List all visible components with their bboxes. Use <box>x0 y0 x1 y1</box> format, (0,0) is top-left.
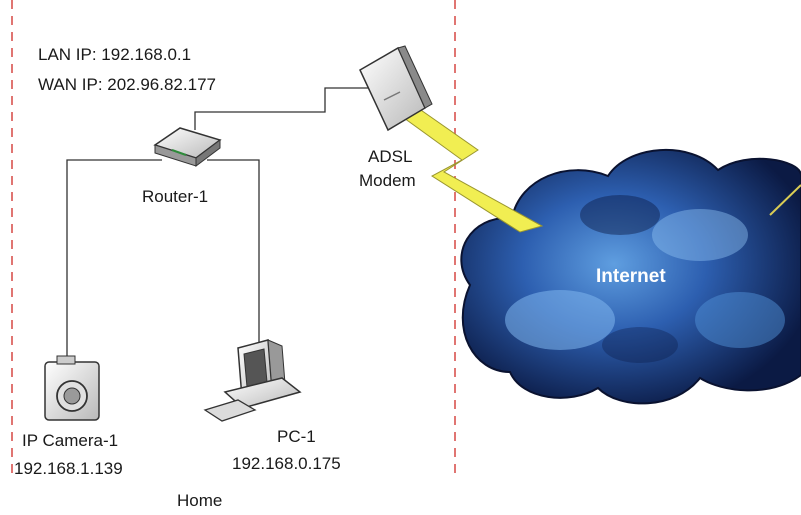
pc-name-label: PC-1 <box>277 427 316 446</box>
camera-ip-label: 192.168.1.139 <box>14 459 123 478</box>
wireless-link-bolt <box>403 107 544 233</box>
router-wan-ip-label: WAN IP: 202.96.82.177 <box>38 75 216 94</box>
modem-label-line1: ADSL <box>368 147 413 166</box>
network-cables <box>66 87 372 360</box>
adsl-modem-icon <box>359 45 433 132</box>
router-icon <box>153 127 222 167</box>
modem-label-line2: Modem <box>359 171 416 190</box>
router-camera-cable <box>66 159 162 360</box>
router-name-label: Router-1 <box>142 187 209 206</box>
ip-camera-icon <box>44 355 100 421</box>
router-modem-cable <box>194 87 372 130</box>
home-zone-label: Home <box>177 491 223 510</box>
internet-label: Internet <box>596 266 666 287</box>
router-pc-cable <box>207 159 260 350</box>
router-lan-ip-label: LAN IP: 192.168.0.1 <box>38 45 192 64</box>
camera-name-label: IP Camera-1 <box>22 431 119 450</box>
pc-icon <box>203 339 302 422</box>
wireless-link-edge <box>769 184 801 216</box>
internet-cloud <box>460 149 801 405</box>
pc-ip-label: 192.168.0.175 <box>232 454 341 473</box>
